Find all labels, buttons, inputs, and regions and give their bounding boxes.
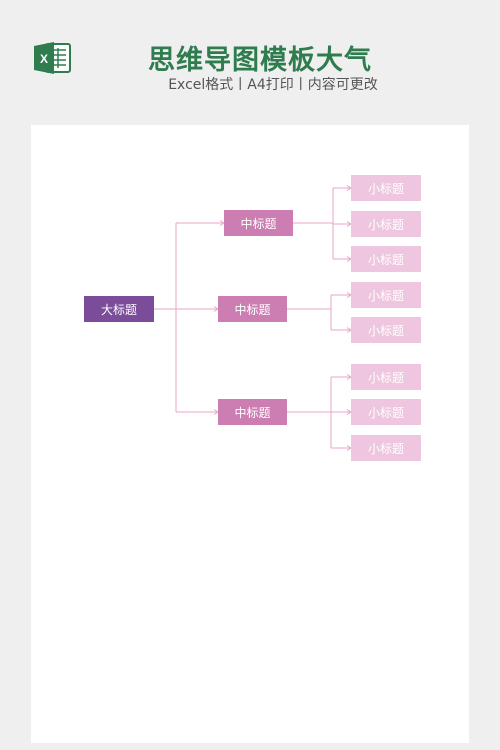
branch-node-3[interactable]: 中标题: [218, 399, 287, 425]
leaf-node-1-1[interactable]: 小标题: [351, 175, 421, 201]
leaf-node-1-3[interactable]: 小标题: [351, 246, 421, 272]
leaf-node-3-1[interactable]: 小标题: [351, 364, 421, 390]
excel-icon: X: [34, 42, 71, 74]
leaf-node-2-1[interactable]: 小标题: [351, 282, 421, 308]
branch-node-2[interactable]: 中标题: [218, 296, 287, 322]
leaf-node-label: 小标题: [367, 181, 404, 196]
leaf-node-2-2[interactable]: 小标题: [351, 317, 421, 343]
root-node[interactable]: 大标题: [84, 296, 154, 322]
svg-text:X: X: [40, 52, 48, 66]
leaf-node-1-2[interactable]: 小标题: [351, 211, 421, 237]
leaf-node-label: 小标题: [367, 217, 404, 232]
root-node-label: 大标题: [100, 302, 137, 317]
leaf-node-label: 小标题: [367, 323, 404, 338]
branch-node-label: 中标题: [240, 216, 277, 231]
branch-node-1[interactable]: 中标题: [224, 210, 293, 236]
leaf-node-label: 小标题: [367, 252, 404, 267]
leaf-node-label: 小标题: [367, 288, 404, 303]
connector-lines: [154, 185, 352, 451]
leaf-node-label: 小标题: [367, 370, 404, 385]
page-title: 思维导图模板大气: [148, 45, 372, 76]
header: X 思维导图模板大气 Excel格式丨A4打印丨内容可更改: [0, 0, 500, 110]
branch-node-label: 中标题: [234, 302, 271, 317]
mindmap-sheet: 大标题 中标题 中标题 中标题 小标题 小标题 小标题 小标题 小标题 小标题 …: [31, 125, 469, 743]
leaf-node-label: 小标题: [367, 441, 404, 456]
leaf-node-3-3[interactable]: 小标题: [351, 435, 421, 461]
branch-node-label: 中标题: [234, 405, 271, 420]
leaf-node-3-2[interactable]: 小标题: [351, 399, 421, 425]
leaf-node-label: 小标题: [367, 405, 404, 420]
page-subtitle: Excel格式丨A4打印丨内容可更改: [168, 77, 378, 93]
